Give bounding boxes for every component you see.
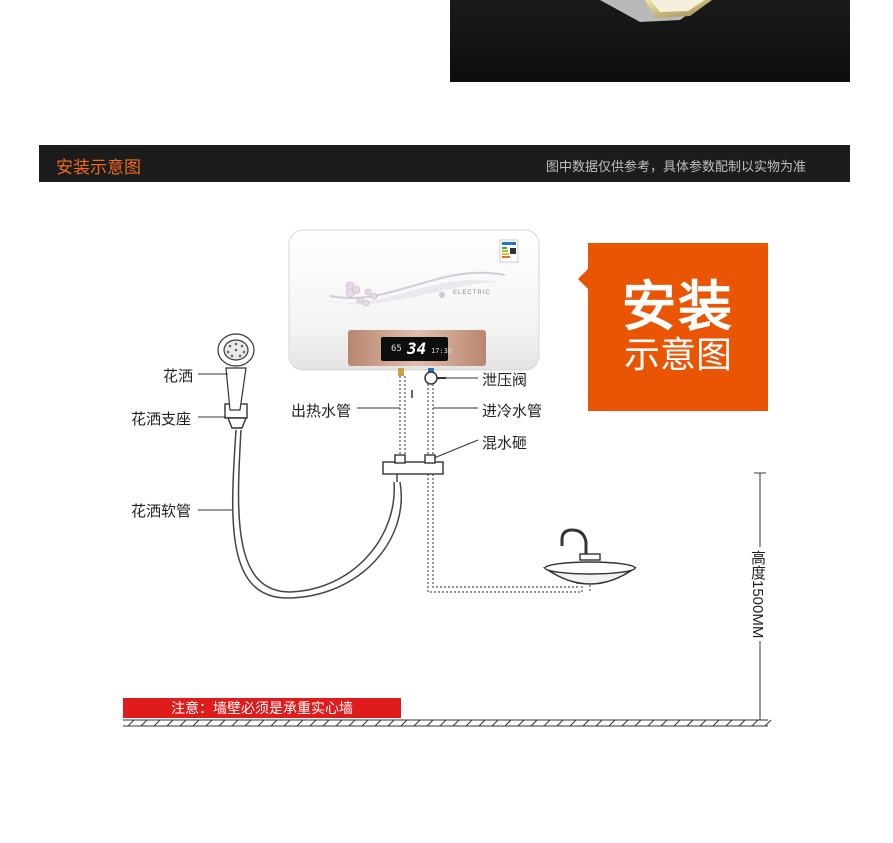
leader-lines	[198, 373, 479, 511]
heater-display: 65 34 17:30	[381, 337, 452, 361]
wall-warning-banner: 注意：墙壁必须是承重实心墙	[123, 698, 401, 718]
hatch-mark	[400, 719, 408, 727]
section-header: 安装示意图 图中数据仅供参考，具体参数配制以实物为准	[39, 145, 850, 182]
hatch-mark	[309, 719, 317, 727]
label-relief-valve: 泄压阀	[482, 372, 528, 389]
ground-hatching	[127, 719, 772, 727]
height-label: 高度1500MM	[749, 547, 768, 642]
hatch-mark	[413, 719, 421, 727]
hatch-mark	[582, 719, 590, 727]
hatch-mark	[192, 719, 200, 727]
hatch-mark	[699, 719, 707, 727]
hatch-mark	[517, 719, 525, 727]
hatch-mark	[621, 719, 629, 727]
label-shower-head: 花洒	[163, 368, 194, 385]
hatch-mark	[647, 719, 655, 727]
badge-subtitle: 示意图	[623, 334, 732, 375]
hatch-mark	[530, 719, 538, 727]
relief-valve	[411, 371, 446, 398]
shower-hose	[232, 429, 402, 599]
hatch-mark	[712, 719, 720, 727]
installation-badge: 安装 示意图	[588, 243, 768, 411]
section-note: 图中数据仅供参考，具体参数配制以实物为准	[545, 159, 806, 174]
hatch-mark	[387, 719, 395, 727]
badge-title: 安装	[622, 277, 734, 337]
hatch-mark	[296, 719, 304, 727]
label-mixer-valve: 混水砸	[482, 435, 528, 452]
display-set-temp: 65	[391, 344, 402, 354]
label-shower-holder: 花洒支座	[131, 411, 192, 428]
hatch-mark	[166, 719, 174, 727]
label-cold-water-inlet: 进冷水管	[482, 403, 543, 420]
hatch-mark	[283, 719, 291, 727]
section-title: 安装示意图	[56, 158, 141, 177]
hatch-mark	[179, 719, 187, 727]
hatch-mark	[439, 719, 447, 727]
hatch-mark	[608, 719, 616, 727]
hatch-mark	[569, 719, 577, 727]
badge-pointer	[578, 268, 589, 290]
hatch-mark	[634, 719, 642, 727]
top-product-banner	[450, 0, 850, 82]
hatch-mark	[595, 719, 603, 727]
hatch-mark	[556, 719, 564, 727]
hatch-mark	[738, 719, 746, 727]
hatch-mark	[140, 719, 148, 727]
hatch-mark	[244, 719, 252, 727]
hatch-mark	[725, 719, 733, 727]
hatch-mark	[465, 719, 473, 727]
hatch-mark	[764, 719, 772, 727]
hatch-mark	[257, 719, 265, 727]
hatch-mark	[673, 719, 681, 727]
hatch-mark	[231, 719, 239, 727]
hatch-mark	[686, 719, 694, 727]
hatch-mark	[361, 719, 369, 727]
hatch-mark	[543, 719, 551, 727]
hatch-mark	[127, 719, 135, 727]
hatch-mark	[660, 719, 668, 727]
sink-with-faucet	[542, 528, 638, 585]
hatch-mark	[153, 719, 161, 727]
hatch-mark	[452, 719, 460, 727]
hatch-mark	[270, 719, 278, 727]
hatch-mark	[478, 719, 486, 727]
mixer-valve	[382, 454, 444, 482]
display-current-temp: 34	[407, 339, 427, 358]
hatch-mark	[335, 719, 343, 727]
hatch-mark	[504, 719, 512, 727]
hatch-mark	[751, 719, 759, 727]
hatch-mark	[205, 719, 213, 727]
product-image-fragment	[600, 0, 712, 22]
shower-head	[217, 333, 255, 411]
hatch-mark	[348, 719, 356, 727]
label-shower-hose: 花洒软管	[131, 503, 192, 520]
display-time: 17:30	[431, 347, 453, 355]
heater-brand: ELECTRIC	[453, 290, 491, 296]
hatch-mark	[322, 719, 330, 727]
hatch-mark	[491, 719, 499, 727]
hatch-mark	[374, 719, 382, 727]
hatch-mark	[426, 719, 434, 727]
hatch-mark	[218, 719, 226, 727]
label-hot-water-outlet: 出热水管	[291, 403, 352, 420]
